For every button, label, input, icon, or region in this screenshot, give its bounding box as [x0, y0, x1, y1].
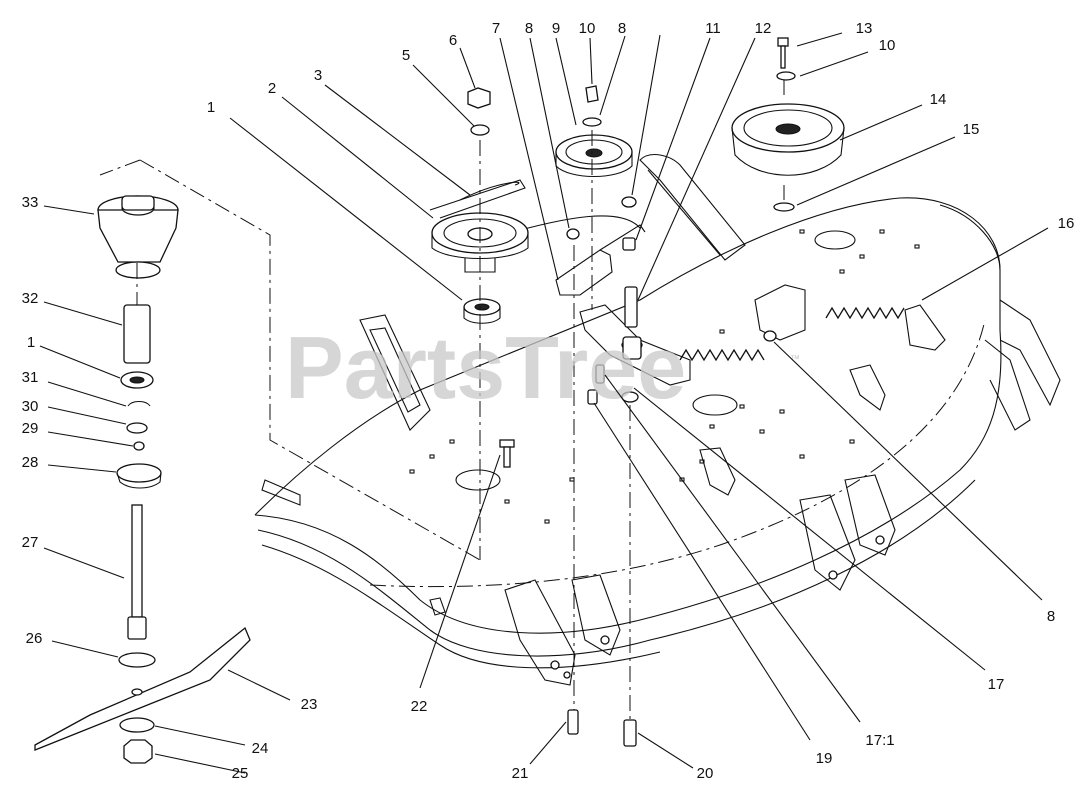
- callout-7: 7: [492, 20, 500, 37]
- callout-1: 1: [207, 99, 215, 116]
- deck-holes: [409, 229, 920, 524]
- callout-27: 27: [22, 534, 39, 551]
- callout-14: 14: [930, 91, 947, 108]
- callout-11: 11: [705, 20, 721, 37]
- callout-26: 26: [26, 630, 43, 647]
- callout-32: 32: [22, 290, 39, 307]
- callout-6: 6: [449, 32, 457, 49]
- callout-17-1: 17:1: [865, 732, 894, 749]
- callout-12: 12: [755, 20, 772, 37]
- callout-5: 5: [402, 47, 410, 64]
- watermark-trademark: ™: [790, 354, 800, 365]
- callout-20: 20: [697, 765, 714, 782]
- mower-deck: [99, 154, 1061, 686]
- callout-33: 33: [22, 194, 39, 211]
- callout-2: 2: [268, 80, 276, 97]
- callout-29: 29: [22, 420, 39, 437]
- callout-10-b: 10: [879, 37, 896, 54]
- callout-8-a: 8: [525, 20, 533, 37]
- callout-16: 16: [1058, 215, 1075, 232]
- callout-1-b: 1: [27, 334, 35, 351]
- callout-9: 9: [552, 20, 560, 37]
- idler-pulley: [555, 134, 633, 178]
- callout-21: 21: [512, 765, 529, 782]
- hardware-parts: [463, 37, 796, 747]
- callout-17: 17: [988, 676, 1005, 693]
- callout-15: 15: [963, 121, 980, 138]
- callout-24: 24: [252, 740, 269, 757]
- callout-19: 19: [816, 750, 833, 767]
- spindle-pulley: [429, 179, 529, 273]
- watermark-text: PartsTree: [285, 318, 686, 417]
- callout-13: 13: [856, 20, 873, 37]
- callout-labels: 1 2 3 5 6 7 8 9 10 8 11 12 13 10 14 15 1…: [22, 20, 1075, 782]
- callout-31: 31: [22, 369, 39, 386]
- large-idler-pulley: [731, 103, 845, 176]
- leader-lines: [39, 32, 1049, 774]
- callout-8-b: 8: [618, 20, 626, 37]
- callout-10-a: 10: [579, 20, 596, 37]
- blade-spindle-assembly: [34, 195, 251, 764]
- callout-3: 3: [314, 67, 322, 84]
- callout-25: 25: [232, 765, 249, 782]
- callout-23: 23: [301, 696, 318, 713]
- idler-arm-assembly: [459, 181, 946, 386]
- callout-28: 28: [22, 454, 39, 471]
- callout-22: 22: [411, 698, 428, 715]
- callout-30: 30: [22, 398, 39, 415]
- callout-8-c: 8: [1047, 608, 1055, 625]
